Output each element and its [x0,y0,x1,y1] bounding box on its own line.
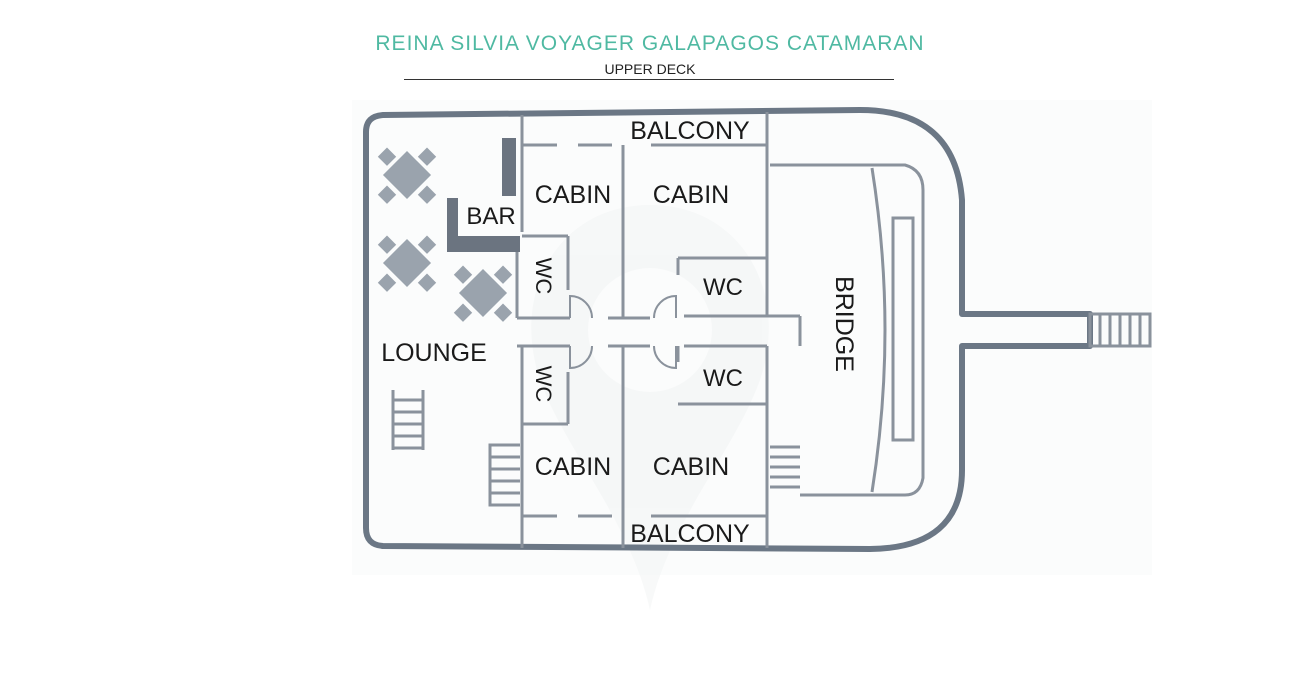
hull-outline [363,107,1093,552]
deck-plan-title: REINA SILVIA VOYAGER GALAPAGOS CATAMARAN [375,32,925,55]
interior-walls [515,112,802,548]
cabin-label: CABIN [653,453,729,481]
wc-label: WC [531,258,556,295]
wc-label: WC [703,274,743,301]
title-underline [404,79,894,80]
deck-name: UPPER DECK [604,61,696,77]
bridge-room [770,163,925,497]
bar-label: BAR [466,203,515,230]
lounge-ladder [391,390,425,450]
wc-label: WC [703,365,743,392]
lounge-table [377,147,437,204]
cabin-label: CABIN [653,181,729,209]
lounge-table [377,235,437,292]
balcony-label-bottom: BALCONY [630,520,750,548]
gangway-steps [1088,312,1152,348]
cabin-stairs [488,443,520,507]
cabin-label: CABIN [535,453,611,481]
lounge-label: LOUNGE [381,339,487,367]
bar-counter [447,138,520,252]
bridge-stairs [770,445,800,489]
door-swings [569,294,677,370]
wc-label: WC [531,366,556,403]
bridge-label: BRIDGE [830,276,858,372]
lounge-table [453,265,513,322]
watermark-logo [531,205,769,610]
balcony-label-top: BALCONY [630,117,750,145]
cabin-label: CABIN [535,181,611,209]
